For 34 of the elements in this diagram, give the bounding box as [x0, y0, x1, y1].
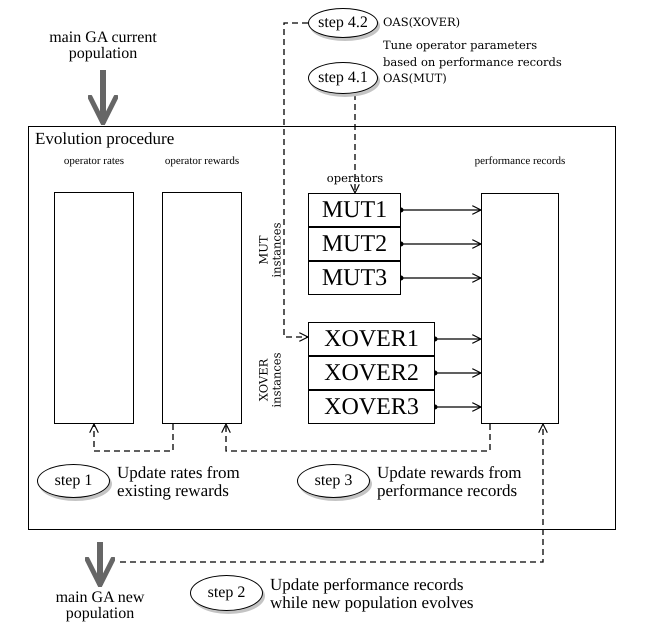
caption-text: main GA current population [18, 30, 188, 64]
operator-box: XOVER3 [308, 390, 435, 424]
arrow [220, 423, 491, 452]
annotation-text: operators [326, 170, 384, 187]
operator-box: MUT3 [308, 261, 401, 295]
arrow [283, 22, 309, 342]
column-heading: performance records [474, 155, 566, 168]
frame-box [28, 126, 616, 530]
caption-text: main GA new population [35, 590, 165, 624]
annotation-text: Tune operator parameters based on performance records [383, 37, 563, 71]
frame-title: Evolution procedure [35, 129, 174, 149]
arrow [120, 423, 548, 563]
step-ellipse: step 4.2 [308, 8, 378, 38]
step-ellipse: step 2 [190, 575, 263, 611]
step-description: OAS(MUT) [383, 70, 448, 87]
vertical-label: XOVER instances [258, 352, 284, 408]
step-ellipse: step 4.1 [308, 62, 378, 94]
column-heading: operator rewards [164, 155, 240, 168]
step-description: Update rates from existing rewards [117, 464, 241, 500]
operator-box: XOVER1 [308, 322, 435, 356]
arrow [350, 94, 360, 194]
step-description: OAS(XOVER) [383, 14, 462, 31]
operator-box: XOVER2 [308, 356, 435, 390]
step-ellipse: step 3 [297, 464, 370, 498]
population-arrow [84, 542, 116, 588]
column-heading: operator rates [62, 155, 126, 168]
step-description: Update performance records while new population evolves [270, 576, 474, 612]
arrow [88, 423, 174, 452]
operator-box: MUT2 [308, 227, 401, 261]
vertical-label: MUT instances [258, 222, 284, 278]
operator-box: MUT1 [308, 193, 401, 227]
step-description: Update rewards from performance records [377, 464, 522, 500]
population-arrow [88, 70, 118, 126]
step-ellipse: step 1 [37, 464, 110, 498]
